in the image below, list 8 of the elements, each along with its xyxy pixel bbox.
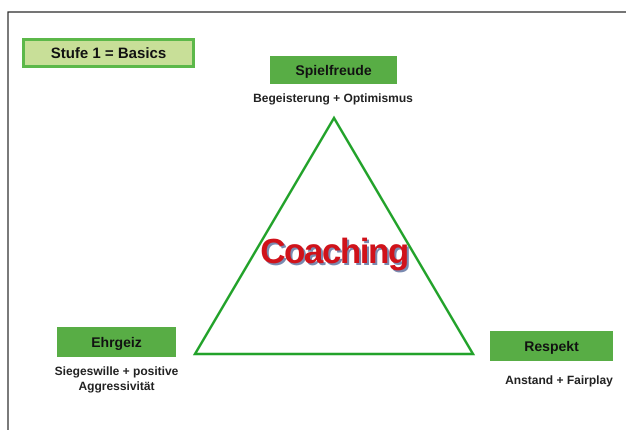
value-box: Respekt — [490, 331, 613, 361]
level-label-box: Stufe 1 = Basics — [22, 38, 195, 68]
value-box: Spielfreude — [270, 56, 397, 84]
description-text: Siegeswille + positive Aggressivität — [54, 364, 180, 394]
center-title: Coaching — [260, 232, 408, 272]
description-text: Anstand + Fairplay — [504, 373, 614, 388]
description-text: Begeisterung + Optimismus — [252, 91, 414, 106]
value-box: Ehrgeiz — [57, 327, 176, 357]
